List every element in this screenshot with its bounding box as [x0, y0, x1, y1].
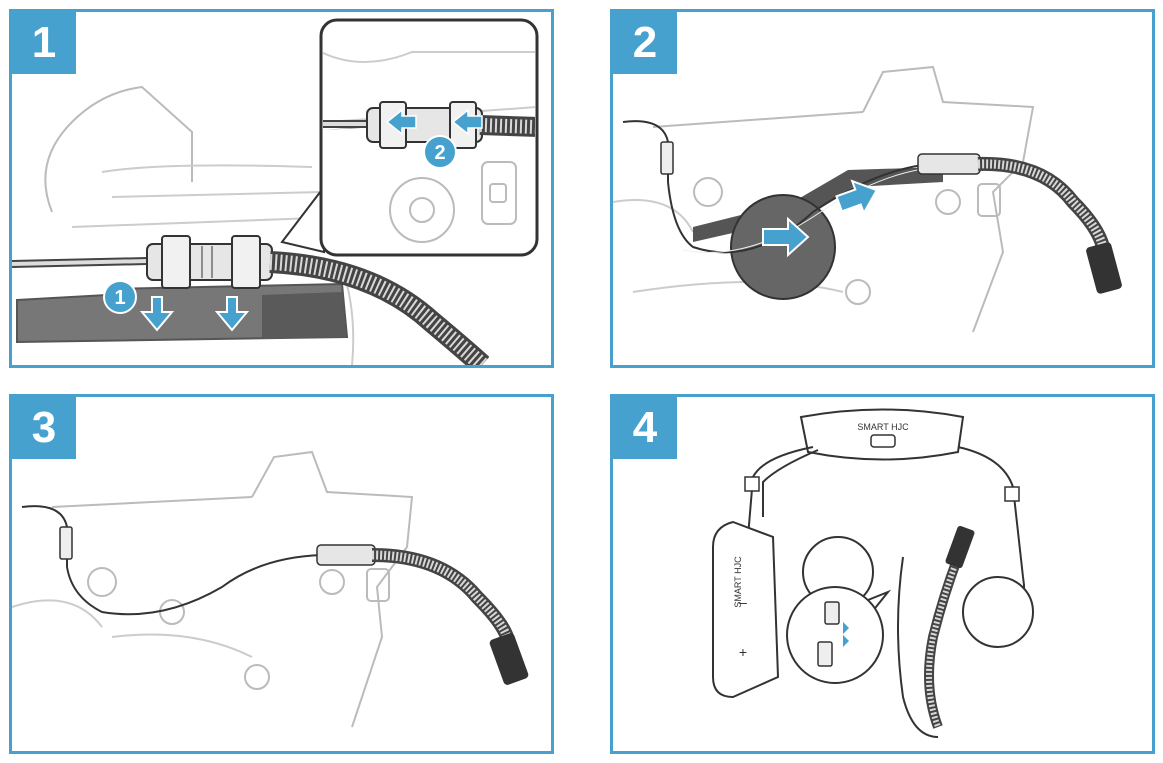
mic-head	[489, 633, 529, 685]
connector-detail-inset	[786, 586, 884, 684]
step-number-badge: 1	[12, 12, 76, 74]
step-1-panel: 1 1	[9, 9, 554, 368]
mic-head	[945, 525, 975, 569]
connector	[917, 153, 981, 175]
left-arrow-icon	[385, 108, 417, 136]
helmet-outline	[862, 65, 1035, 333]
connect-arrow-icon	[843, 635, 849, 647]
callout-2-circle	[423, 135, 457, 169]
callout-2-label: 2	[434, 142, 445, 164]
step-number-badge: 3	[12, 397, 76, 459]
remote-minus-label: –	[739, 594, 747, 610]
down-arrow-icon	[214, 296, 250, 332]
mount-hole	[389, 177, 455, 243]
step-4-illustration: SMART HJC SMART HJC – +	[712, 408, 1034, 738]
slot-shadow	[262, 292, 346, 339]
step-2-illustration	[613, 65, 1122, 333]
callout-1-circle	[103, 280, 137, 314]
small-connector	[59, 526, 73, 560]
connect-arrow-icon	[843, 622, 849, 634]
remote-plus-label: +	[739, 644, 747, 660]
boom-mic	[269, 251, 490, 365]
connector-top	[824, 601, 840, 625]
remote-control	[712, 520, 780, 699]
mic-head	[1086, 242, 1122, 294]
step-1-illustration: 1 2	[12, 18, 539, 365]
right-arrow-icon	[835, 179, 879, 216]
small-connector	[660, 141, 674, 175]
right-speaker	[962, 576, 1034, 648]
step-number-badge: 4	[613, 397, 677, 459]
remote-label: SMART HJC	[733, 556, 743, 608]
connector-bottom	[817, 641, 833, 667]
cable	[66, 554, 323, 616]
down-arrow-icon	[139, 296, 175, 332]
main-unit-label: SMART HJC	[857, 422, 909, 432]
step-number-badge: 2	[613, 12, 677, 74]
right-arrow-icon	[762, 216, 810, 258]
step-3-panel: 3	[9, 394, 554, 754]
helmet-outline	[251, 450, 414, 728]
speaker-pad	[730, 194, 836, 300]
helmet-outline	[44, 85, 193, 213]
connector	[316, 544, 376, 566]
left-arrow-icon	[451, 108, 483, 136]
step-4-panel: 4 SMART HJC SMART HJC – +	[610, 394, 1155, 754]
usb-icon	[870, 434, 896, 448]
callout-1-label: 1	[114, 287, 125, 309]
step-2-panel: 2	[610, 9, 1155, 368]
step-3-illustration	[12, 450, 529, 728]
